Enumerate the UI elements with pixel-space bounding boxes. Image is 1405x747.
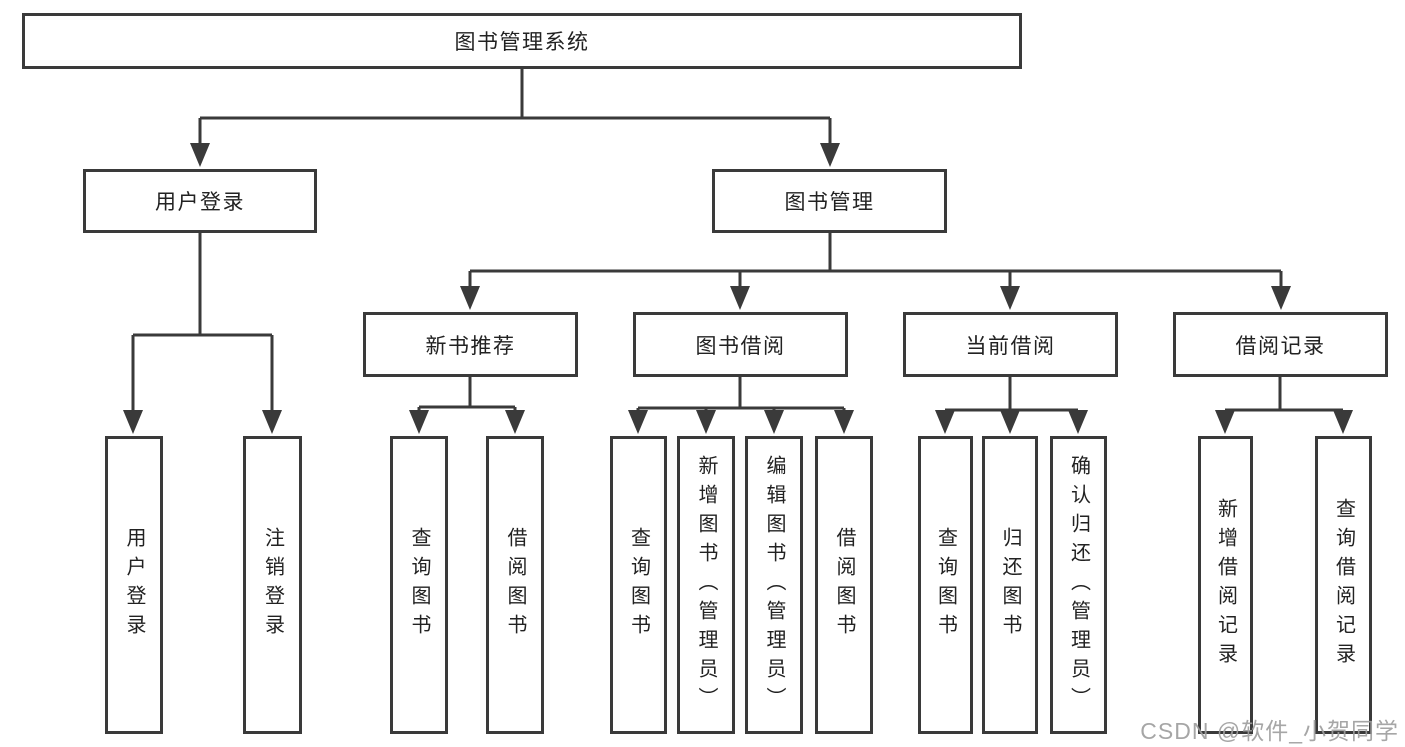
node-book-borrow-label: 图书借阅 [695, 334, 786, 358]
node-user-login-label: 用户登录 [155, 191, 245, 214]
leaf-return-books: 归还图书 [982, 436, 1038, 734]
leaf-add-books-admin-label: 新增图书（管理员） [695, 454, 717, 716]
leaf-borrow-books: 借阅图书 [815, 436, 873, 734]
node-user-login: 用户登录 [83, 169, 317, 233]
leaf-confirm-return-admin: 确认归还（管理员） [1050, 436, 1107, 734]
leaf-logout: 注销登录 [243, 436, 302, 734]
leaf-edit-books-admin-label: 编辑图书（管理员） [763, 454, 785, 716]
node-borrow-records: 借阅记录 [1173, 312, 1388, 377]
leaf-return-books-label: 归还图书 [999, 527, 1021, 643]
leaf-user-login-label: 用户登录 [123, 527, 145, 643]
leaf-borrow-books-recommend: 借阅图书 [486, 436, 544, 734]
node-new-book-recommend: 新书推荐 [363, 312, 578, 377]
node-borrow-records-label: 借阅记录 [1235, 334, 1326, 358]
leaf-query-borrow-record: 查询借阅记录 [1315, 436, 1372, 734]
node-current-borrow-label: 当前借阅 [965, 334, 1056, 358]
leaf-confirm-return-admin-label: 确认归还（管理员） [1067, 454, 1090, 716]
node-book-management: 图书管理 [712, 169, 947, 233]
node-library-system: 图书管理系统 [22, 13, 1022, 69]
leaf-add-books-admin: 新增图书（管理员） [677, 436, 735, 734]
node-new-book-recommend-label: 新书推荐 [425, 334, 516, 358]
leaf-borrow-books-recommend-label: 借阅图书 [504, 527, 526, 643]
node-book-management-label: 图书管理 [784, 191, 875, 214]
node-current-borrow: 当前借阅 [903, 312, 1118, 377]
leaf-query-borrow-record-label: 查询借阅记录 [1332, 498, 1355, 672]
csdn-watermark: CSDN @软件_小贺同学 [1140, 718, 1399, 744]
leaf-query-books-current-label: 查询图书 [934, 527, 957, 643]
leaf-borrow-books-label: 借阅图书 [833, 527, 855, 643]
node-library-system-label: 图书管理系统 [454, 31, 590, 54]
leaf-user-login: 用户登录 [105, 436, 163, 734]
leaf-query-books-borrow-label: 查询图书 [627, 527, 650, 643]
leaf-logout-label: 注销登录 [261, 527, 284, 643]
leaf-query-books-borrow: 查询图书 [610, 436, 667, 734]
leaf-query-books-current: 查询图书 [918, 436, 973, 734]
leaf-add-borrow-record-label: 新增借阅记录 [1214, 498, 1237, 672]
leaf-add-borrow-record: 新增借阅记录 [1198, 436, 1253, 734]
leaf-query-books-recommend: 查询图书 [390, 436, 448, 734]
leaf-query-books-recommend-label: 查询图书 [408, 527, 430, 643]
leaf-edit-books-admin: 编辑图书（管理员） [745, 436, 803, 734]
node-book-borrow: 图书借阅 [633, 312, 848, 377]
